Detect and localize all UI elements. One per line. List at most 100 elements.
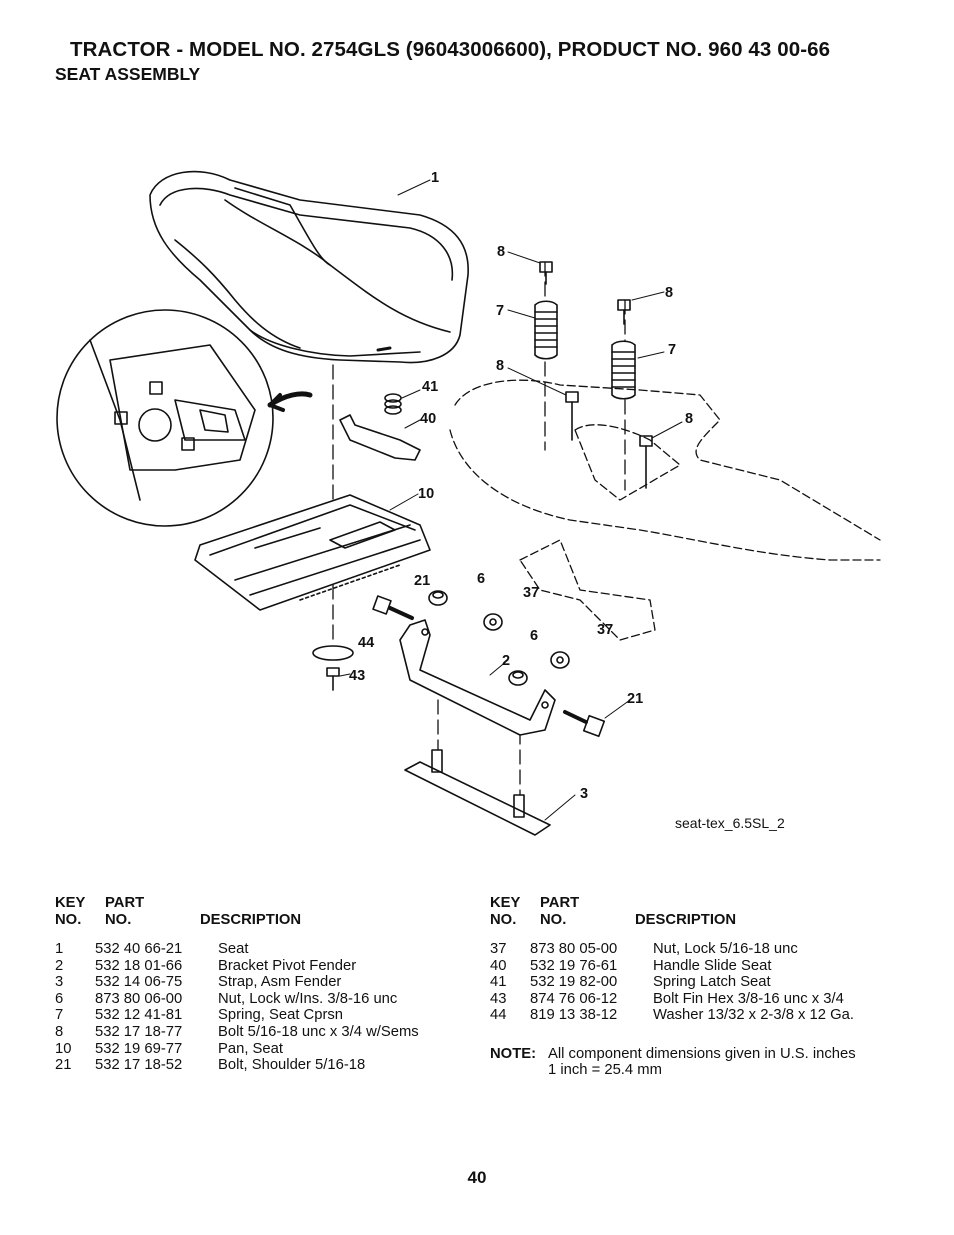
- callout-label: 7: [668, 342, 676, 358]
- callout-label: 8: [496, 358, 504, 374]
- parts-row: 7 532 12 41-81 Spring, Seat Cprsn: [55, 1007, 475, 1024]
- key-no: 2: [55, 957, 64, 974]
- shoulder-bolt-lower: [563, 710, 606, 738]
- latch-detail-circle: [56, 309, 313, 527]
- description: Nut, Lock w/Ins. 3/8-16 unc: [218, 990, 398, 1007]
- latch-spring: [384, 393, 402, 415]
- description: Spring, Seat Cprsn: [218, 1007, 344, 1024]
- parts-row: 37 873 80 05-00 Nut, Lock 5/16-18 unc: [490, 941, 910, 958]
- parts-row: 44 819 13 38-12 Washer 13/32 x 2-3/8 x 12 …: [490, 1007, 910, 1024]
- key-no: 3: [55, 974, 64, 991]
- part-no: 532 40 66-21: [95, 941, 183, 957]
- description: Washer 13/32 x 2-3/8 x 12 Ga.: [653, 1007, 854, 1024]
- key-no: 21: [55, 1057, 72, 1074]
- header-part-no: NO.: [540, 912, 567, 928]
- part-no: 873 80 05-00: [530, 941, 618, 957]
- part-no: 532 19 76-61: [530, 957, 618, 974]
- key-no: 7: [55, 1007, 64, 1024]
- callout-label: 10: [418, 486, 434, 502]
- part-no: 532 19 69-77: [95, 1040, 183, 1057]
- parts-row: 1 532 40 66-21 Seat: [55, 941, 475, 958]
- part-no: 532 18 01-66: [95, 957, 183, 974]
- nut-37-lower: [550, 651, 570, 669]
- bolt-mid-left: [565, 391, 579, 441]
- key-no: 40: [490, 957, 507, 974]
- parts-list-right: KEY NO. PART NO. DESCRIPTION 37 873 80 05…: [490, 895, 910, 1024]
- compression-spring-left: [534, 300, 558, 360]
- header-key-no: NO.: [55, 912, 82, 928]
- header-part: PART: [105, 895, 145, 911]
- callout-label: 2: [502, 653, 510, 669]
- parts-rows-left: 1 532 40 66-21 Seat 2 532 18 01-66 Bracket Pi…: [55, 941, 475, 1074]
- bolt-43: [326, 667, 340, 691]
- callout-label: 6: [477, 571, 485, 587]
- header-part-no: NO.: [105, 912, 132, 928]
- description: Nut, Lock 5/16-18 unc: [653, 941, 798, 957]
- page-title: TRACTOR - MODEL NO. 2754GLS (96043006600…: [70, 38, 831, 61]
- seat-pan: [194, 494, 431, 611]
- parts-rows-right: 37 873 80 05-00 Nut, Lock 5/16-18 unc 40 532…: [490, 941, 910, 1024]
- compression-spring-right: [611, 340, 636, 400]
- callout-label: 8: [665, 285, 673, 301]
- nut-6-upper: [428, 590, 448, 606]
- key-no: 44: [490, 1007, 507, 1024]
- slide-handle: [339, 414, 421, 461]
- bolt-mid-right: [639, 435, 653, 489]
- parts-row: 40 532 19 76-61 Handle Slide Seat: [490, 958, 910, 975]
- header-description: DESCRIPTION: [200, 912, 302, 928]
- callout-label: 3: [580, 786, 588, 802]
- key-no: 37: [490, 941, 507, 957]
- key-no: 8: [55, 1023, 64, 1040]
- key-no: 6: [55, 990, 64, 1007]
- callout-label: 44: [358, 635, 374, 651]
- header-key-no: NO.: [490, 912, 517, 928]
- callout-label: 40: [420, 411, 436, 427]
- callout-label: 1: [431, 170, 439, 186]
- key-no: 41: [490, 974, 507, 991]
- callout-label: 21: [627, 691, 643, 707]
- part-no: 532 17 18-77: [95, 1023, 183, 1040]
- description: Bracket Pivot Fender: [218, 957, 357, 974]
- part-no: 874 76 06-12: [530, 990, 618, 1007]
- callout-label: 6: [530, 628, 538, 644]
- key-no: 10: [55, 1040, 72, 1057]
- callout-label: 41: [422, 379, 438, 395]
- note-line-1: All component dimensions given in U.S. i…: [548, 1046, 856, 1062]
- callout-label: 7: [496, 303, 504, 319]
- description: Bolt Fin Hex 3/8-16 unc x 3/4: [653, 990, 844, 1007]
- callout-label: 43: [349, 668, 365, 684]
- section-title: SEAT ASSEMBLY: [55, 64, 201, 84]
- fender-outline: [449, 379, 881, 641]
- description: Seat: [218, 941, 249, 957]
- parts-list-header: KEY NO. PART NO. DESCRIPTION: [490, 895, 910, 929]
- description: Pan, Seat: [218, 1040, 283, 1057]
- key-no: 1: [55, 941, 64, 957]
- figure-id: seat-tex_6.5SL_2: [675, 815, 785, 831]
- note-line-2: 1 inch = 25.4 mm: [548, 1062, 662, 1078]
- part-no: 532 14 06-75: [95, 974, 183, 991]
- callout-label: 21: [414, 573, 430, 589]
- washer-44: [312, 645, 354, 661]
- parts-row: 21 532 17 18-52 Bolt, Shoulder 5/16-18: [55, 1057, 475, 1074]
- callout-label: 8: [685, 411, 693, 427]
- page-number: 40: [467, 1168, 487, 1187]
- callout-label: 8: [497, 244, 505, 260]
- parts-list-header: KEY NO. PART NO. DESCRIPTION: [55, 895, 475, 929]
- nut-37-upper: [483, 613, 503, 631]
- part-no: 532 12 41-81: [95, 1007, 183, 1024]
- parts-row: 10 532 19 69-77 Pan, Seat: [55, 1041, 475, 1058]
- description: Handle Slide Seat: [653, 957, 772, 974]
- part-no: 532 17 18-52: [95, 1057, 183, 1074]
- description: Bolt, Shoulder 5/16-18: [218, 1057, 366, 1074]
- fender-strap: [404, 749, 551, 836]
- part-no: 819 13 38-12: [530, 1007, 618, 1024]
- header-key: KEY: [490, 895, 521, 911]
- part-no: 532 19 82-00: [530, 974, 618, 991]
- callout-label: 37: [597, 622, 613, 638]
